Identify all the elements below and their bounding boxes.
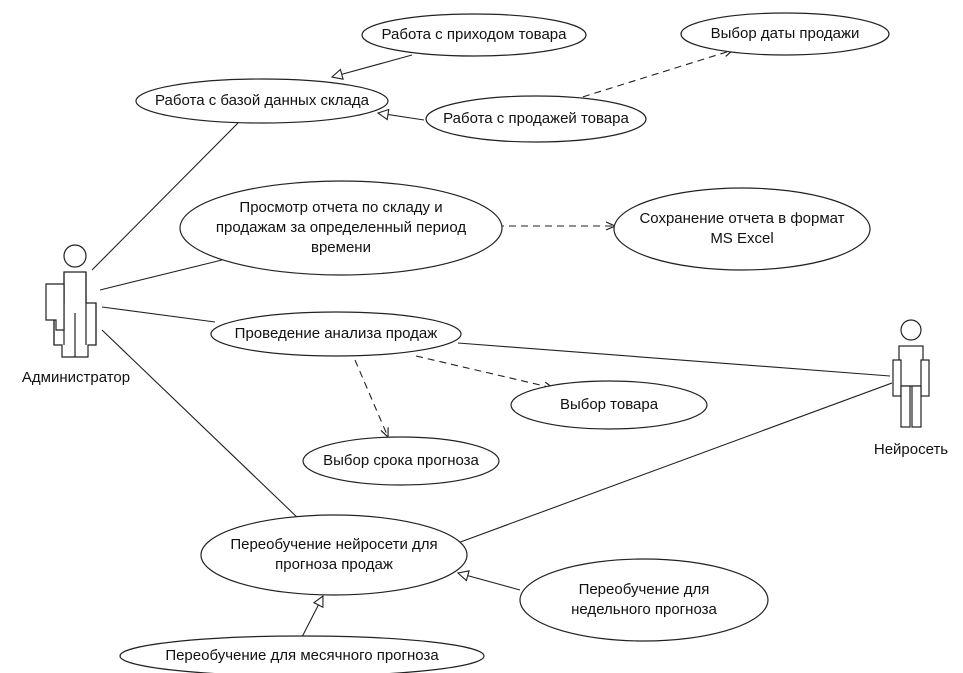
assoc-admin-warehouse-db bbox=[91, 122, 239, 271]
use-case-report-label-2: продажам за определенный период bbox=[215, 219, 467, 236]
ellipse-product bbox=[510, 380, 708, 430]
use-case-retrain: Переобучение нейросети для прогноза прод… bbox=[201, 515, 467, 595]
use-case-term-label: Выбор срока прогноза bbox=[323, 452, 479, 469]
use-case-report-label-3: времени bbox=[311, 239, 371, 256]
ellipse-weekly bbox=[519, 558, 769, 642]
ellipse-date bbox=[680, 12, 890, 56]
ellipse-monthly bbox=[119, 635, 485, 673]
gen-sales-to-db bbox=[378, 113, 425, 121]
gen-monthly-to-retrain bbox=[301, 596, 323, 638]
use-case-monthly: Переобучение для месячного прогноза bbox=[120, 636, 484, 673]
use-case-excel-label-1: Сохранение отчета в формат bbox=[639, 210, 845, 227]
assoc-admin-analysis bbox=[101, 306, 216, 323]
use-case-monthly-label: Переобучение для месячного прогноза bbox=[165, 647, 439, 664]
ellipse-incoming bbox=[361, 13, 587, 57]
ellipse-analysis bbox=[210, 311, 462, 357]
assoc-admin-retrain bbox=[101, 329, 301, 521]
use-case-warehouse-db: Работа с базой данных склада bbox=[136, 79, 388, 123]
dep-sales-to-date bbox=[559, 50, 733, 105]
use-case-sales: Работа с продажей товара bbox=[426, 96, 646, 142]
use-case-analysis: Проведение анализа продаж bbox=[211, 312, 461, 356]
ellipse-retrain bbox=[200, 514, 468, 596]
gen-weekly-to-retrain bbox=[458, 573, 521, 591]
use-case-incoming: Работа с приходом товара bbox=[362, 15, 586, 55]
use-case-retrain-label-2: прогноза продаж bbox=[275, 556, 393, 573]
use-case-excel: Сохранение отчета в формат MS Excel bbox=[614, 188, 870, 270]
use-case-excel-label-2: MS Excel bbox=[710, 230, 774, 247]
neural-actor-label: Нейросеть bbox=[873, 441, 949, 458]
ellipse-excel bbox=[613, 187, 871, 271]
use-case-sales-label: Работа с продажей товара bbox=[443, 110, 629, 127]
admin-actor-label: Администратор bbox=[21, 369, 131, 386]
ellipse-term bbox=[302, 436, 500, 486]
use-case-date: Выбор даты продажи bbox=[681, 13, 889, 55]
use-case-warehouse-db-label: Работа с базой данных склада bbox=[155, 92, 369, 109]
use-case-incoming-label: Работа с приходом товара bbox=[381, 26, 567, 43]
use-case-weekly: Переобучение для недельного прогноза bbox=[520, 559, 768, 641]
assoc-admin-report bbox=[99, 259, 223, 291]
ellipse-report bbox=[179, 180, 503, 276]
use-case-report-label-1: Просмотр отчета по складу и bbox=[239, 199, 443, 216]
ellipse-warehouse-db bbox=[135, 78, 389, 124]
ellipse-sales bbox=[425, 95, 647, 143]
use-case-retrain-label-1: Переобучение нейросети для bbox=[230, 536, 438, 553]
neural-actor-figure bbox=[892, 319, 930, 428]
use-case-report: Просмотр отчета по складу и продажам за … bbox=[180, 181, 502, 275]
admin-actor-figure bbox=[45, 244, 97, 358]
assoc-neural-analysis bbox=[457, 342, 891, 377]
assoc-neural-retrain bbox=[454, 382, 893, 545]
use-case-product: Выбор товара bbox=[511, 381, 707, 429]
use-case-weekly-label-2: недельного прогноза bbox=[571, 601, 717, 618]
use-case-weekly-label-1: Переобучение для bbox=[578, 581, 710, 598]
gen-incoming-to-db bbox=[332, 54, 413, 77]
dep-analysis-to-term bbox=[354, 359, 388, 437]
use-case-analysis-label: Проведение анализа продаж bbox=[234, 325, 438, 342]
use-case-product-label: Выбор товара bbox=[559, 396, 659, 413]
use-case-term: Выбор срока прогноза bbox=[303, 437, 499, 485]
use-case-date-label: Выбор даты продажи bbox=[710, 25, 860, 42]
